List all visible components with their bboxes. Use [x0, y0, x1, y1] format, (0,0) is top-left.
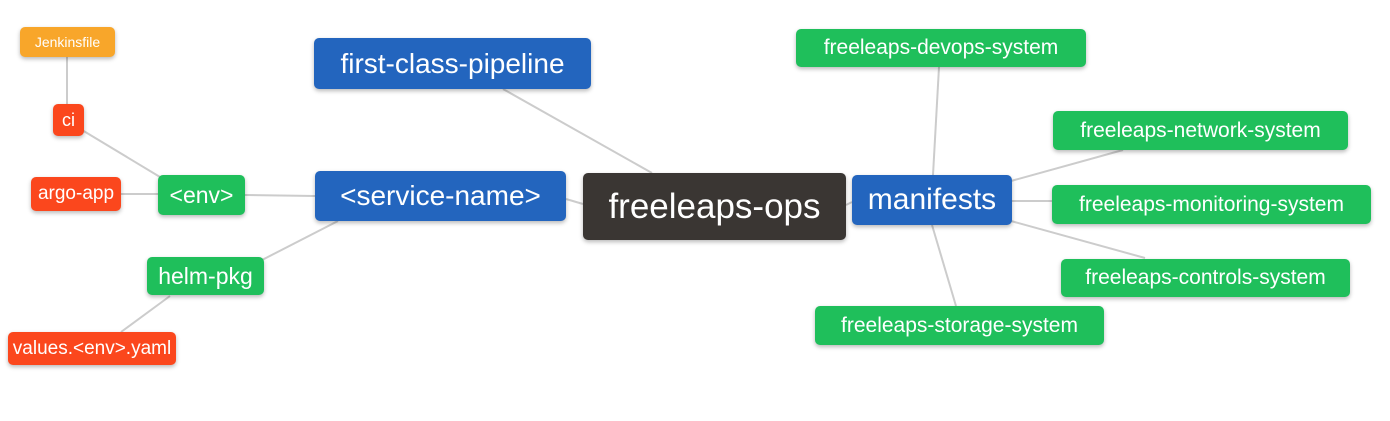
node-service-name-label: <service-name>: [340, 180, 541, 211]
node-freeleaps-devops-system-label: freeleaps-devops-system: [823, 36, 1059, 59]
node-manifests-label: manifests: [867, 183, 997, 216]
edge-manifests-devops-system: [932, 66, 940, 176]
node-ci[interactable]: ci: [53, 104, 84, 136]
edge-first-class-pipeline-freeleaps-ops: [502, 88, 653, 174]
node-freeleaps-storage-system-label: freeleaps-storage-system: [841, 313, 1078, 337]
edge-helm-pkg-values-env-yaml: [120, 295, 171, 333]
node-service-name[interactable]: <service-name>: [315, 171, 566, 221]
edge-freeleaps-ops-manifests: [845, 201, 853, 206]
node-helm-pkg[interactable]: helm-pkg: [147, 257, 264, 295]
node-freeleaps-network-system[interactable]: freeleaps-network-system: [1053, 111, 1348, 150]
node-ci-label: ci: [62, 109, 75, 130]
node-freeleaps-devops-system[interactable]: freeleaps-devops-system: [796, 29, 1086, 67]
node-helm-pkg-label: helm-pkg: [158, 262, 253, 289]
node-argo-app-label: argo-app: [37, 183, 115, 204]
node-env-label: <env>: [169, 181, 234, 208]
node-jenkinsfile-label: Jenkinsfile: [34, 34, 101, 50]
node-freeleaps-controls-system-label: freeleaps-controls-system: [1085, 266, 1326, 289]
node-freeleaps-monitoring-system[interactable]: freeleaps-monitoring-system: [1052, 185, 1371, 224]
node-first-class-pipeline-label: first-class-pipeline: [340, 47, 565, 79]
node-freeleaps-storage-system[interactable]: freeleaps-storage-system: [815, 306, 1104, 345]
edge-ci-env: [81, 129, 161, 178]
node-freeleaps-controls-system[interactable]: freeleaps-controls-system: [1061, 259, 1350, 297]
edge-manifests-controls-system: [1010, 220, 1146, 259]
node-env[interactable]: <env>: [158, 175, 245, 215]
node-first-class-pipeline[interactable]: first-class-pipeline: [314, 38, 591, 89]
node-manifests[interactable]: manifests: [852, 175, 1012, 225]
edge-manifests-storage-system: [931, 224, 957, 307]
node-freeleaps-network-system-label: freeleaps-network-system: [1080, 118, 1321, 142]
node-values-env-yaml[interactable]: values.<env>.yaml: [8, 332, 176, 365]
edge-manifests-network-system: [1010, 149, 1124, 182]
node-freeleaps-monitoring-system-label: freeleaps-monitoring-system: [1079, 192, 1344, 216]
node-argo-app[interactable]: argo-app: [31, 177, 121, 211]
edge-service-name-helm-pkg: [261, 220, 339, 261]
edge-service-name-freeleaps-ops: [565, 198, 584, 205]
node-values-env-yaml-label: values.<env>.yaml: [12, 337, 172, 359]
node-jenkinsfile[interactable]: Jenkinsfile: [20, 27, 115, 57]
node-freeleaps-ops-label: freeleaps-ops: [608, 186, 821, 226]
edge-env-service-name: [244, 194, 316, 197]
node-freeleaps-ops-root[interactable]: freeleaps-ops: [583, 173, 846, 240]
